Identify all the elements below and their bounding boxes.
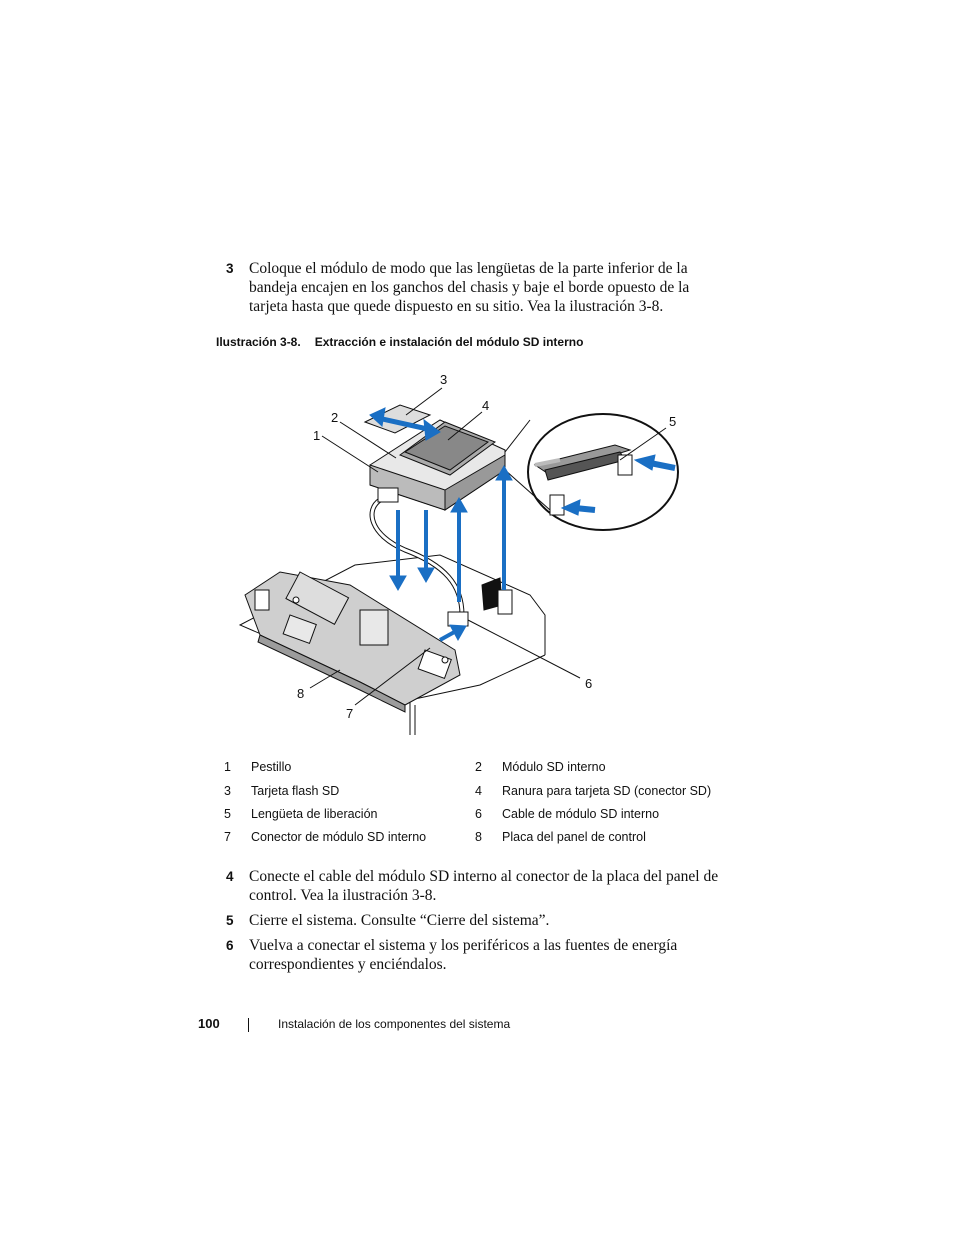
figure-title: Extracción e instalación del módulo SD i… — [314, 335, 584, 349]
footer-section-title: Instalación de los componentes del siste… — [278, 1017, 511, 1031]
callout-7: 7 — [346, 706, 353, 721]
callout-leaders — [309, 387, 667, 706]
step-text: Conecte el cable del módulo SD interno a… — [249, 868, 719, 904]
step-number: 4 — [226, 869, 234, 884]
sd-module-illustration: 1 2 3 4 5 6 7 8 — [238, 372, 679, 735]
page-footer: 100 Instalación de los componentes del s… — [198, 1016, 510, 1032]
magnified-view — [504, 413, 679, 531]
figure-caption: Ilustración 3-8. Extracción e instalación… — [216, 335, 583, 349]
step-number: 6 — [226, 938, 234, 953]
callout-2: 2 — [331, 410, 338, 425]
internal-sd-module — [369, 419, 506, 511]
step-number: 5 — [226, 913, 234, 928]
step-text: Cierre el sistema. Consulte “Cierre del … — [249, 912, 550, 929]
callout-1: 1 — [313, 428, 320, 443]
control-panel-board — [244, 571, 461, 713]
footer-divider — [248, 1018, 249, 1032]
step-number: 3 — [226, 261, 234, 276]
sd-flash-card — [363, 404, 432, 434]
callout-6: 6 — [585, 676, 592, 691]
callout-4: 4 — [482, 398, 489, 413]
install-arrows — [369, 407, 676, 642]
figure-label: Ilustración 3-8. — [216, 335, 301, 349]
callout-8: 8 — [297, 686, 304, 701]
callout-3: 3 — [440, 372, 447, 387]
step-text: Vuelva a conectar el sistema y los perif… — [249, 937, 678, 973]
page-number: 100 — [198, 1016, 220, 1031]
step-text: Coloque el módulo de modo que las lengüe… — [249, 260, 690, 315]
callout-5: 5 — [669, 414, 676, 429]
